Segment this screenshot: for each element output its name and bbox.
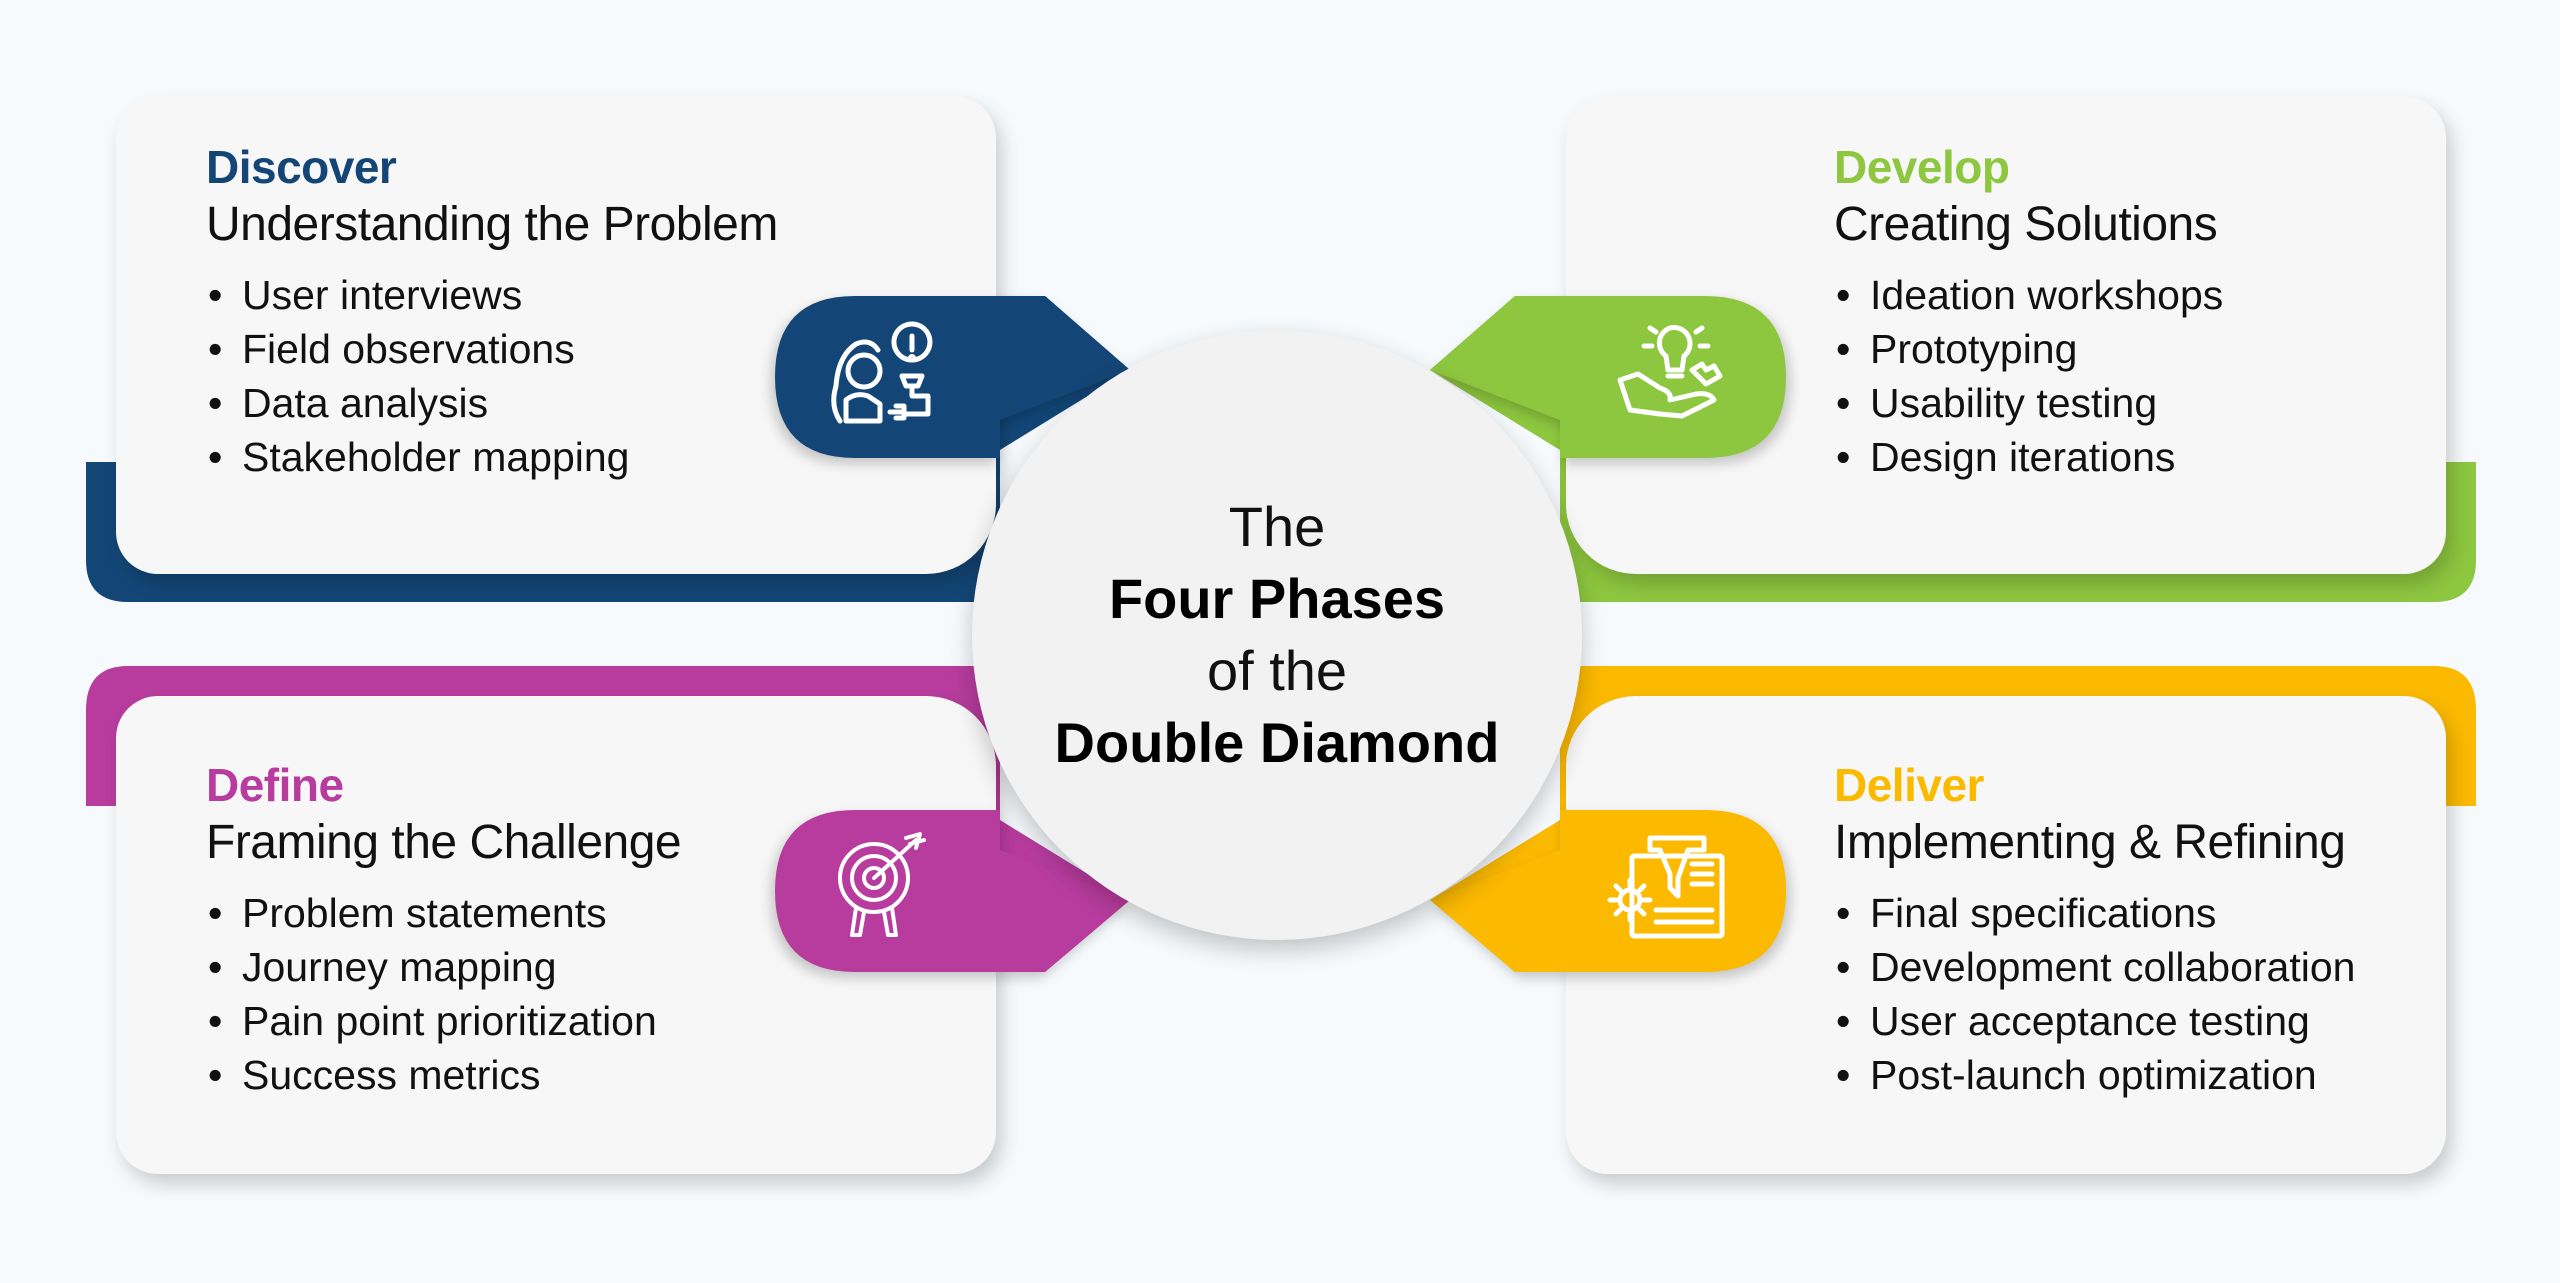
define-subtitle: Framing the Challenge — [206, 816, 682, 869]
list-item: Development collaboration — [1834, 940, 2355, 994]
discover-subtitle: Understanding the Problem — [206, 198, 778, 251]
deliver-title: Deliver — [1834, 759, 1984, 811]
define-title: Define — [206, 759, 344, 811]
deliver-bullets: Final specifications Development collabo… — [1834, 886, 2355, 1102]
person-lightbulb-icon — [831, 321, 933, 424]
define-content: Define Framing the Challenge Problem sta… — [206, 758, 682, 1102]
hand-lightbulb-puzzle-icon — [1617, 325, 1723, 419]
center-title-circle: The Four Phases of the Double Diamond — [972, 330, 1582, 940]
list-item: Design iterations — [1834, 430, 2223, 484]
center-line-3: of the — [1206, 639, 1348, 702]
list-item: User acceptance testing — [1834, 994, 2355, 1048]
discover-bullets: User interviews Field observations Data … — [206, 268, 778, 484]
list-item: Post-launch optimization — [1834, 1048, 2355, 1102]
deliver-subtitle: Implementing & Refining — [1834, 816, 2346, 869]
develop-content: Develop Creating Solutions Ideation work… — [1834, 140, 2223, 484]
list-item: Pain point prioritization — [206, 994, 681, 1048]
list-item: Success metrics — [206, 1048, 681, 1102]
list-item: Final specifications — [1834, 886, 2355, 940]
target-arrow-icon — [838, 832, 926, 937]
list-item: Prototyping — [1834, 322, 2223, 376]
deliver-content: Deliver Implementing & Refining Final sp… — [1834, 758, 2355, 1102]
list-item: Ideation workshops — [1834, 268, 2223, 322]
define-bullets: Problem statements Journey mapping Pain … — [206, 886, 681, 1102]
list-item: Journey mapping — [206, 940, 681, 994]
center-line-1: The — [1228, 495, 1326, 558]
develop-subtitle: Creating Solutions — [1834, 198, 2218, 251]
list-item: Problem statements — [206, 886, 681, 940]
list-item: Stakeholder mapping — [206, 430, 778, 484]
discover-content: Discover Understanding the Problem User … — [206, 140, 778, 484]
funnel-gear-document-icon — [1607, 835, 1725, 939]
list-item: Field observations — [206, 322, 778, 376]
discover-title: Discover — [206, 141, 397, 193]
list-item: Data analysis — [206, 376, 778, 430]
list-item: Usability testing — [1834, 376, 2223, 430]
develop-title: Develop — [1834, 141, 2010, 193]
list-item: User interviews — [206, 268, 778, 322]
develop-bullets: Ideation workshops Prototyping Usability… — [1834, 268, 2223, 484]
center-line-4: Double Diamond — [1054, 711, 1500, 774]
center-line-2: Four Phases — [1108, 567, 1446, 630]
